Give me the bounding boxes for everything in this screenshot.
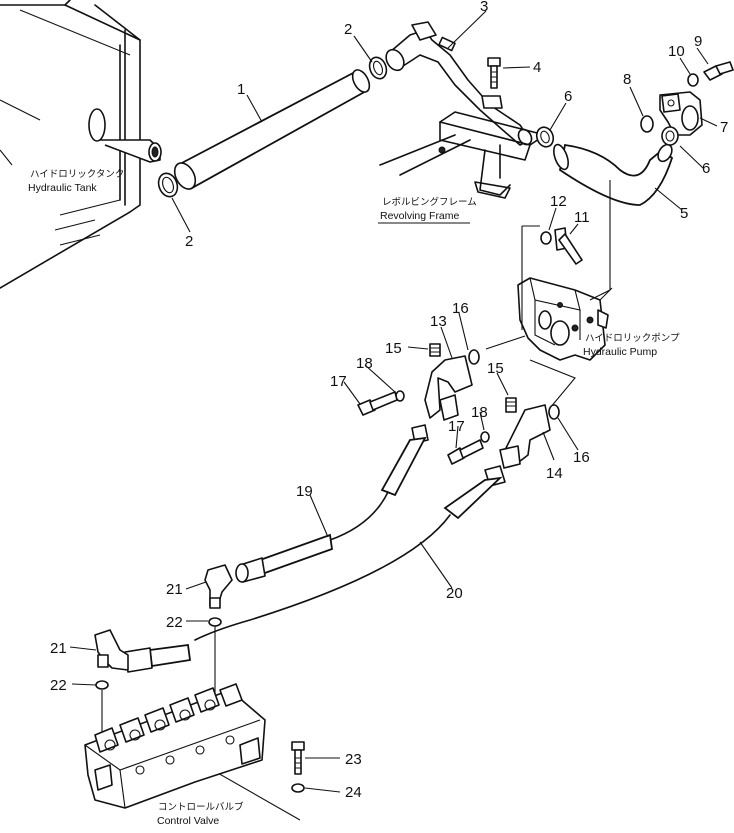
callout-21: 21 (166, 581, 183, 598)
callout-17: 17 (330, 373, 347, 390)
label-control-valve-en: Control Valve (157, 815, 219, 827)
callout-7: 7 (720, 119, 728, 136)
label-control-valve: コントロールバルブ Control Valve (157, 801, 244, 827)
bolt (357, 391, 398, 416)
callout-22: 22 (50, 677, 67, 694)
callout-19: 19 (296, 483, 313, 500)
callout-21: 21 (50, 640, 67, 657)
washer (540, 231, 552, 245)
o-ring (208, 617, 222, 627)
hose-clamp (661, 126, 679, 146)
callout-16: 16 (573, 449, 590, 466)
hose-clamp (535, 126, 555, 148)
callout-18: 18 (471, 404, 488, 421)
callout-10: 10 (668, 43, 685, 60)
callout-leaders (69, 10, 718, 793)
bolt (291, 741, 305, 775)
hydraulic-pump (517, 277, 609, 361)
callout-20: 20 (446, 585, 463, 602)
callout-15: 15 (385, 340, 402, 357)
callout-14: 14 (546, 465, 563, 482)
elbow-flange (499, 404, 551, 469)
bolt (487, 57, 501, 89)
bolt (554, 227, 583, 265)
callout-3: 3 (480, 0, 488, 15)
elbow-flange (424, 355, 473, 421)
pressure-hose-20 (124, 465, 506, 673)
washer (291, 783, 305, 793)
washer (687, 73, 699, 87)
o-ring (548, 404, 560, 420)
plug (505, 397, 517, 413)
plug (429, 343, 441, 357)
hydraulic-tank (0, 0, 162, 289)
callout-18: 18 (356, 355, 373, 372)
leader-line (485, 335, 526, 350)
callout-24: 24 (345, 784, 362, 801)
callout-6: 6 (564, 88, 572, 105)
label-revolving-frame: レボルビングフレーム Revolving Frame (378, 196, 477, 224)
callout-22: 22 (166, 614, 183, 631)
control-valve (84, 683, 266, 809)
callout-11: 11 (574, 209, 590, 226)
leader-line (529, 359, 576, 409)
bolt (447, 439, 484, 465)
callout-15: 15 (487, 360, 504, 377)
callout-17: 17 (448, 418, 465, 435)
suction-pipe (385, 21, 533, 146)
callout-9: 9 (694, 33, 702, 50)
callout-6: 6 (702, 160, 710, 177)
label-revolving-frame-jp: レボルビングフレーム (382, 196, 477, 208)
callout-5: 5 (680, 205, 688, 222)
o-ring (95, 680, 109, 690)
callout-16: 16 (452, 300, 469, 317)
suction-hose (173, 69, 371, 190)
label-hydraulic-pump-en: Hydraulic Pump (583, 346, 657, 358)
elbow-flange (659, 91, 703, 136)
elbow-fitting (94, 629, 129, 671)
callout-2: 2 (185, 233, 193, 250)
callout-23: 23 (345, 751, 362, 768)
pressure-hose-19 (235, 424, 429, 583)
label-hydraulic-tank: ハイドロリックタンク Hydraulic Tank (28, 169, 124, 194)
o-ring (640, 115, 654, 133)
callout-2: 2 (344, 21, 352, 38)
leader-line (599, 287, 613, 301)
label-hydraulic-pump-jp: ハイドロリックポンプ (585, 333, 680, 344)
hose-clamp (157, 172, 179, 198)
label-hydraulic-tank-jp: ハイドロリックタンク (30, 169, 124, 180)
callout-13: 13 (430, 313, 447, 330)
elbow-fitting (204, 564, 233, 609)
bolt (703, 61, 734, 81)
label-hydraulic-pump: ハイドロリックポンプ Hydraulic Pump (583, 333, 680, 358)
leader-line (589, 180, 611, 301)
callout-1: 1 (237, 81, 245, 98)
pump-suction-hose (553, 143, 674, 206)
label-control-valve-jp: コントロールバルブ (158, 801, 244, 813)
label-revolving-frame-en: Revolving Frame (380, 210, 460, 222)
callout-8: 8 (623, 71, 631, 88)
hose-clamp (368, 56, 388, 80)
label-hydraulic-tank-en: Hydraulic Tank (28, 182, 97, 194)
callout-12: 12 (550, 193, 567, 210)
washer (480, 431, 490, 443)
o-ring (468, 349, 480, 365)
callout-numbers: 1 2 2 3 4 5 6 6 7 8 9 10 11 12 13 14 15 … (50, 0, 728, 801)
callout-4: 4 (533, 59, 541, 76)
